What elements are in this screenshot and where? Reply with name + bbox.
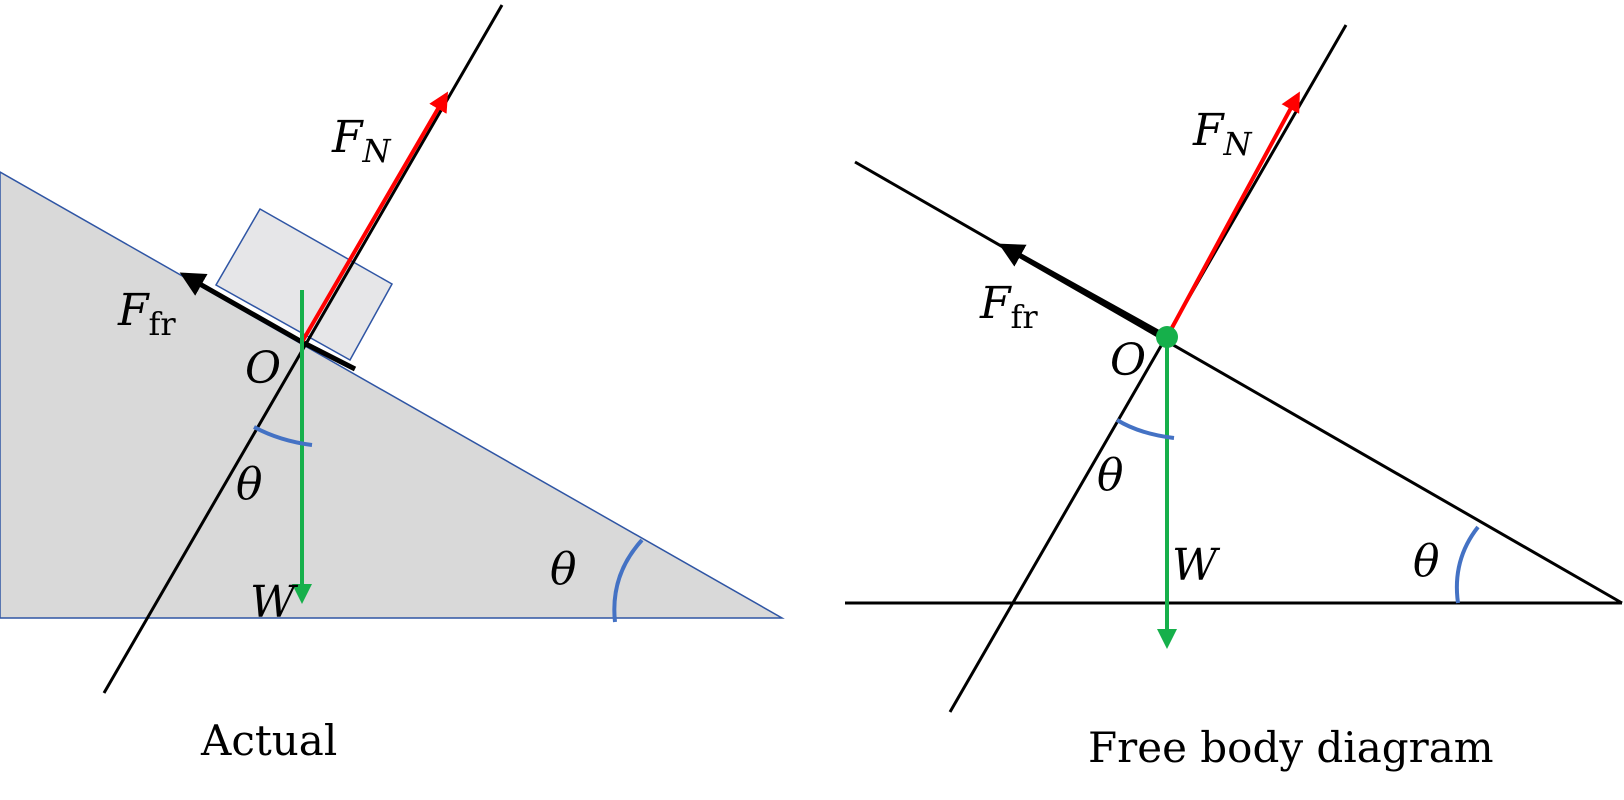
friction-force-arrow: [998, 243, 1169, 340]
origin-point: [1156, 326, 1178, 348]
incline-line: [854, 160, 1623, 605]
origin-label: O: [245, 343, 281, 394]
angle-arc-incline: [1454, 525, 1480, 604]
normal-axis-line: [948, 24, 1348, 713]
angle-label-incline: θ: [1413, 536, 1440, 587]
caption-actual: Actual: [200, 716, 337, 765]
normal-force-arrow: [300, 91, 449, 344]
origin-label: O: [1110, 335, 1146, 386]
friction-axis-segment: [300, 339, 357, 372]
block: [214, 207, 394, 362]
inclined-plane: [0, 171, 785, 619]
actual-diagram: FN Ffr O θ θ W Actual: [0, 4, 785, 765]
free-body-diagram: FN Ffr O θ θ W Free body diagram: [845, 24, 1623, 772]
angle-arc-force: [253, 425, 313, 447]
friction-force-arrow: [179, 272, 304, 345]
weight-label: W: [250, 577, 299, 628]
normal-force-arrow: [1165, 91, 1300, 338]
normal-force-label: FN: [1192, 105, 1253, 163]
weight-label: W: [1172, 540, 1221, 591]
angle-arc-force: [1115, 418, 1175, 440]
angle-label-force: θ: [236, 459, 263, 510]
angle-label-incline: θ: [550, 544, 577, 595]
normal-force-label: FN: [331, 112, 392, 170]
angle-arc-incline: [612, 538, 644, 623]
caption-free-body: Free body diagram: [1088, 723, 1494, 772]
friction-force-label: Ffr: [979, 278, 1038, 336]
angle-label-force: θ: [1097, 450, 1124, 501]
friction-force-label: Ffr: [117, 285, 176, 343]
